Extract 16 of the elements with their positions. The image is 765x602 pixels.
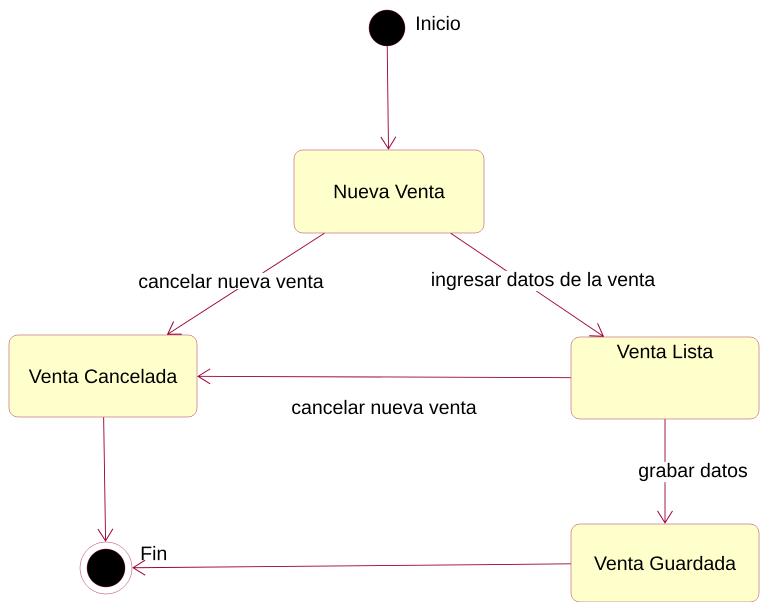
edge-label: grabar datos — [637, 462, 749, 482]
edge-label: cancelar nueva venta — [137, 272, 325, 290]
end-dot — [80, 542, 132, 594]
state-label: Fin — [142, 546, 166, 560]
arrow — [132, 560, 572, 576]
state-box: Venta Cancelada — [8, 334, 198, 418]
start-dot — [368, 10, 406, 46]
arrow — [97, 416, 114, 542]
edge-label: ingresar datos de la venta — [430, 270, 656, 292]
state-label: Inicio — [417, 16, 460, 30]
state-box: Venta Guardada — [570, 524, 760, 602]
arrow — [380, 46, 396, 150]
state-box: Nueva Venta — [294, 150, 484, 234]
state-box: Venta Lista — [570, 336, 760, 420]
arrow — [197, 368, 572, 384]
edge-label: cancelar nueva venta — [290, 398, 478, 416]
